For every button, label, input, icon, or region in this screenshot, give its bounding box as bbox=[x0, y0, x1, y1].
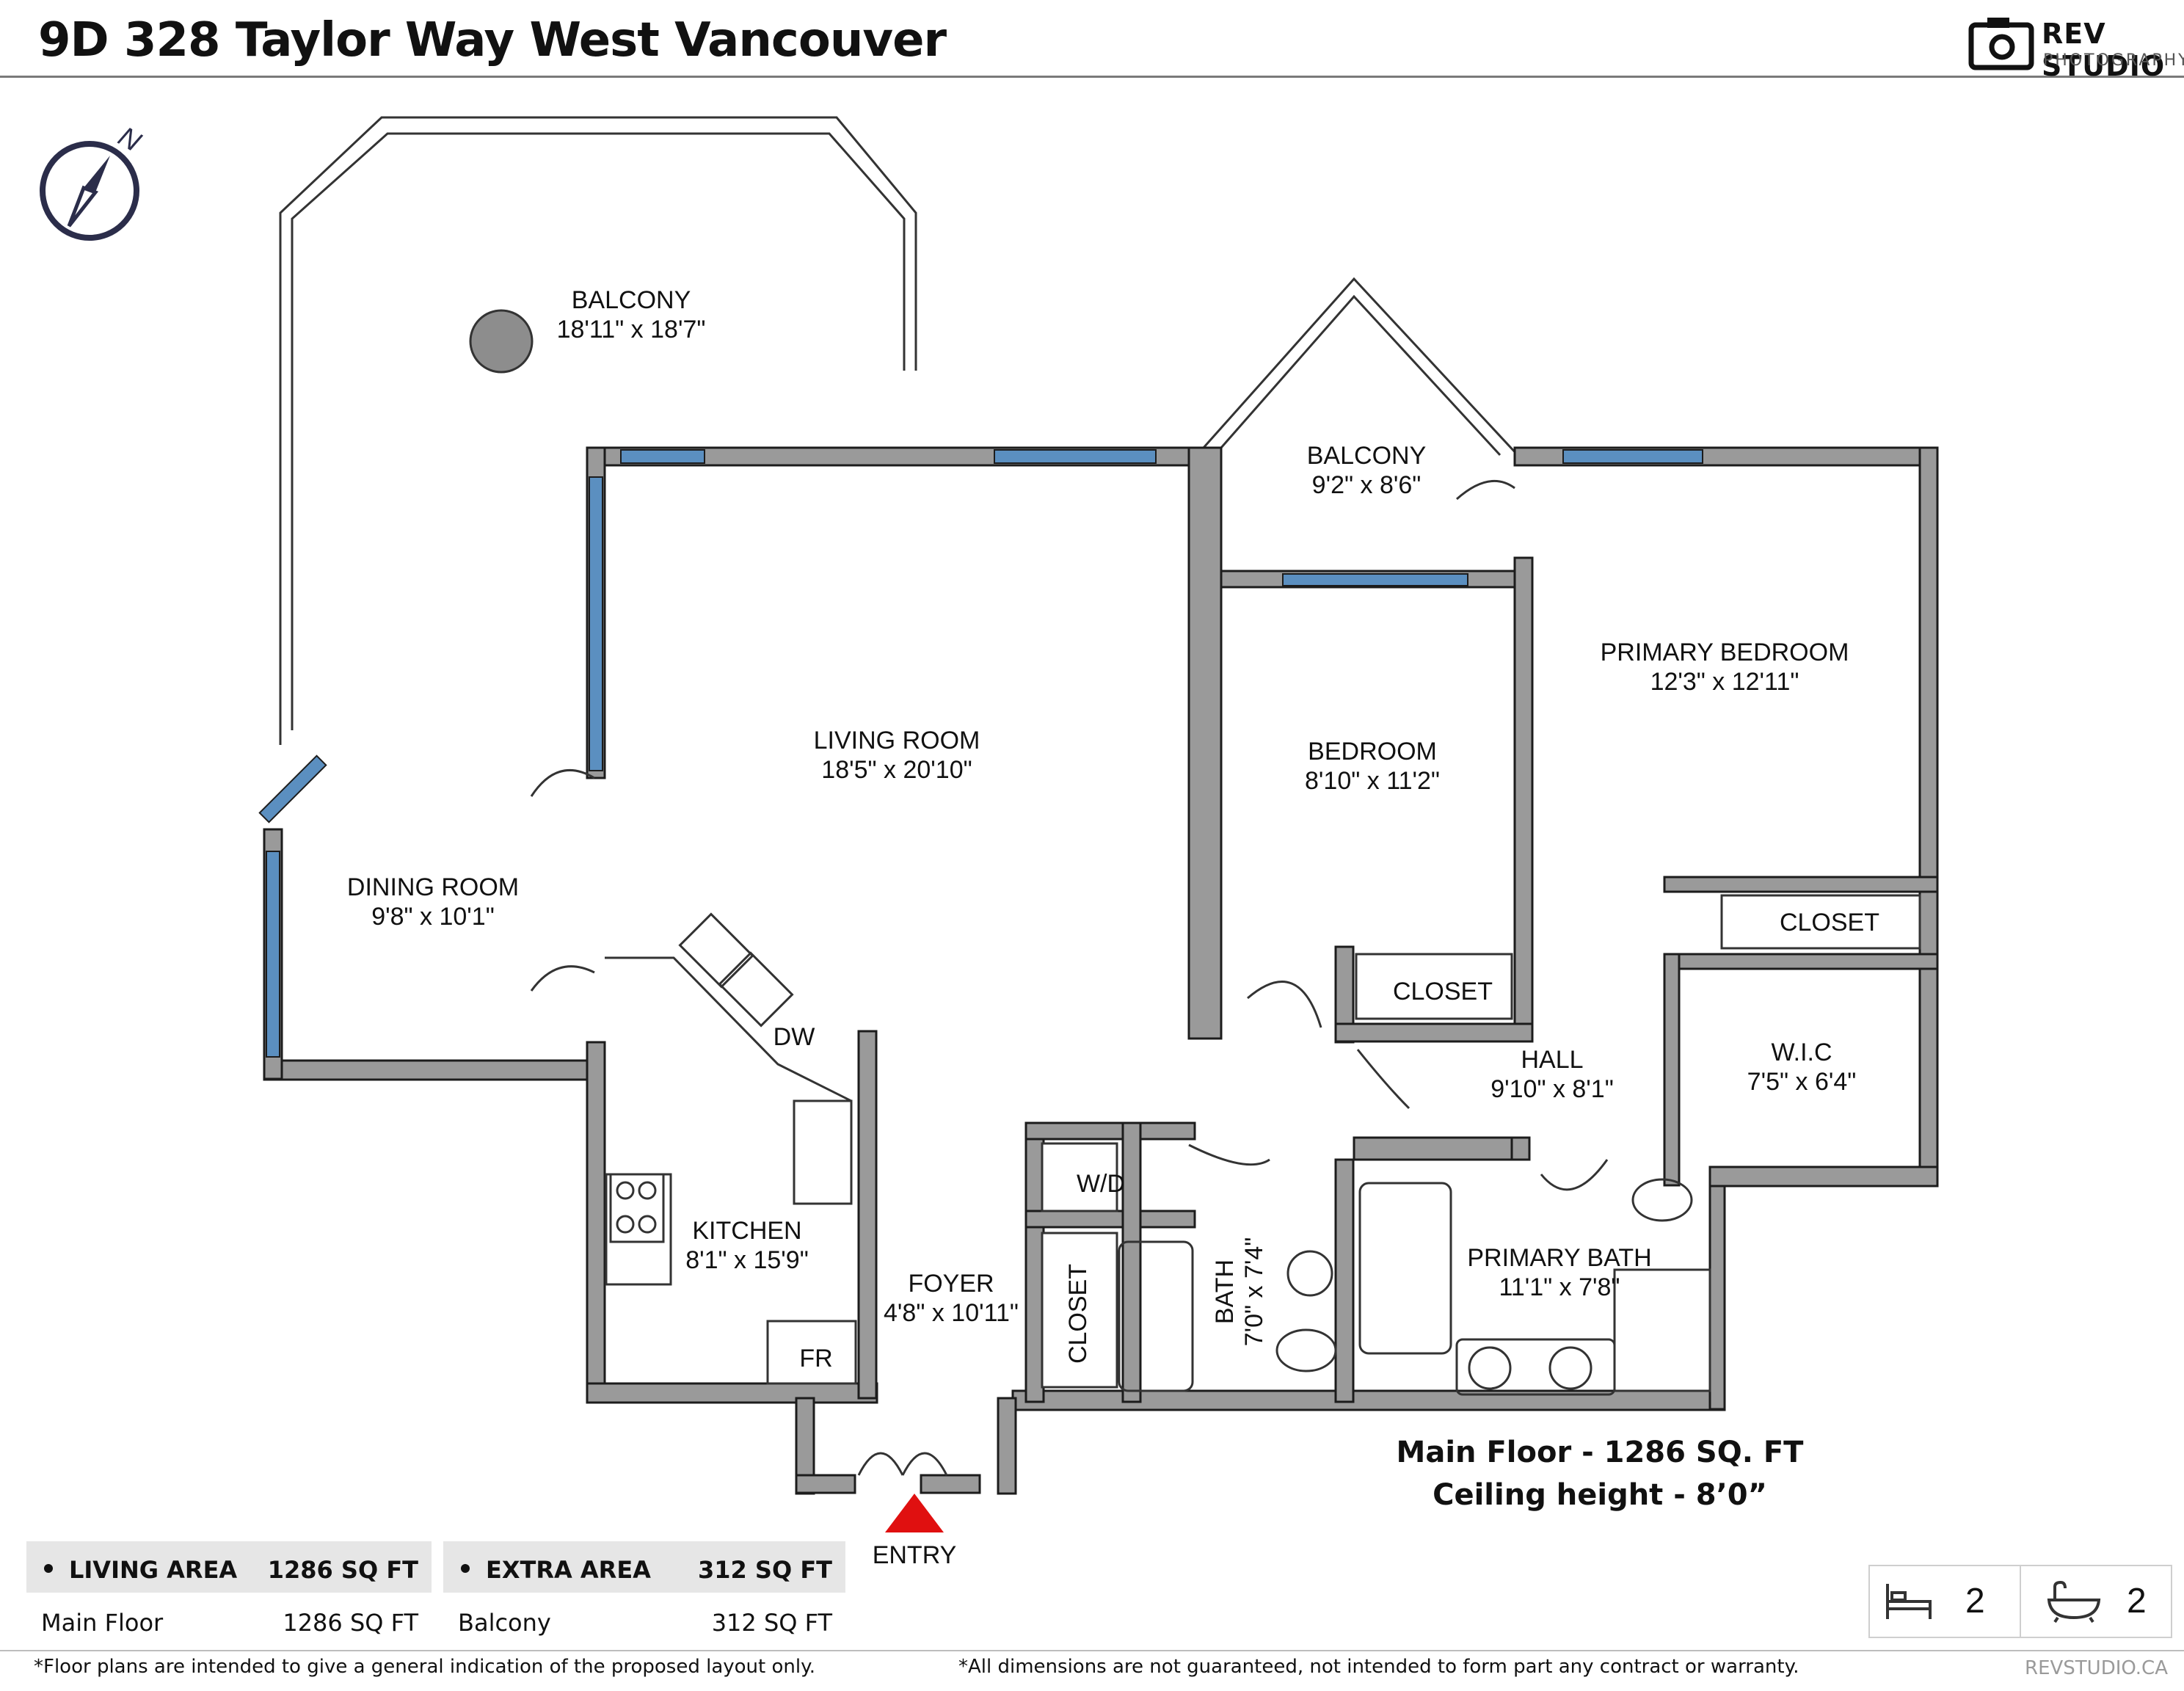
room-size-balcony-large: 18'11" x 18'7" bbox=[557, 316, 706, 343]
dishwasher-label: DW bbox=[774, 1023, 815, 1051]
room-name-primary-bedroom: PRIMARY BEDROOM bbox=[1601, 639, 1849, 666]
room-name-wic: W.I.C bbox=[1771, 1039, 1832, 1066]
living-area-table: LIVING AREA 1286 SQ FT Main Floor 1286 S… bbox=[26, 1541, 432, 1645]
fridge-label: FR bbox=[799, 1345, 832, 1372]
room-size-bath: 7'0" x 7'4" bbox=[1240, 1237, 1268, 1347]
living-area-total: 1286 SQ FT bbox=[267, 1556, 418, 1584]
extra-row-label: Balcony bbox=[458, 1609, 551, 1637]
room-name-primary-bath: PRIMARY BATH bbox=[1467, 1244, 1651, 1272]
door-swings bbox=[530, 479, 1609, 1476]
closet-label-foyer: CLOSET bbox=[1064, 1264, 1092, 1364]
room-name-hall: HALL bbox=[1521, 1046, 1583, 1074]
living-area-row: Main Floor 1286 SQ FT bbox=[26, 1593, 432, 1645]
room-size-primary-bedroom: 12'3" x 12'11" bbox=[1650, 668, 1799, 696]
closet-label-primary: CLOSET bbox=[1780, 909, 1879, 937]
brand-name: REV STUDIO bbox=[2042, 18, 2166, 82]
brand-logo: REV STUDIO PHOTOGRAPHY bbox=[1968, 13, 2184, 82]
room-name-bath: BATH bbox=[1211, 1259, 1239, 1324]
ceiling-height-line: Ceiling height - 8’0” bbox=[1433, 1478, 1767, 1512]
page-title: 9D 328 Taylor Way West Vancouver bbox=[38, 13, 947, 68]
room-name-dining: DINING ROOM bbox=[347, 873, 519, 901]
living-area-header: LIVING AREA 1286 SQ FT bbox=[26, 1541, 432, 1593]
bullet-icon bbox=[461, 1564, 470, 1573]
room-counts: 2 2 bbox=[1868, 1565, 2172, 1638]
living-row-label: Main Floor bbox=[41, 1609, 164, 1637]
footnote-dimensions: *All dimensions are not guaranteed, not … bbox=[958, 1656, 1799, 1678]
site-url: REVSTUDIO.CA bbox=[2025, 1657, 2168, 1679]
floor-area-line: Main Floor - 1286 SQ. FT bbox=[1396, 1436, 1804, 1469]
kitchen-counters bbox=[605, 956, 857, 1385]
balcony-large-outline bbox=[279, 116, 917, 745]
room-size-foyer: 4'8" x 10'11" bbox=[884, 1299, 1019, 1327]
bed-count: 2 bbox=[1965, 1582, 1985, 1621]
kitchen-sink bbox=[678, 912, 794, 1028]
room-name-foyer: FOYER bbox=[908, 1270, 994, 1298]
footnote-layout: *Floor plans are intended to give a gene… bbox=[34, 1656, 816, 1678]
camera-icon bbox=[1968, 18, 2034, 70]
extra-area-header: EXTRA AREA 312 SQ FT bbox=[443, 1541, 845, 1593]
closet-shelves bbox=[1041, 894, 1921, 1389]
room-size-dining: 9'8" x 10'1" bbox=[371, 903, 495, 931]
extra-area-table: EXTRA AREA 312 SQ FT Balcony 312 SQ FT bbox=[443, 1541, 845, 1645]
living-area-label: LIVING AREA bbox=[69, 1556, 238, 1584]
entry-label: ENTRY bbox=[873, 1541, 957, 1569]
title-divider bbox=[0, 76, 2184, 78]
room-name-bedroom: BEDROOM bbox=[1308, 738, 1437, 766]
closet-label-bedroom: CLOSET bbox=[1393, 978, 1493, 1005]
column bbox=[469, 309, 534, 374]
room-size-primary-bath: 11'1" x 7'8" bbox=[1499, 1273, 1620, 1301]
compass-icon: N bbox=[40, 121, 146, 241]
room-name-kitchen: KITCHEN bbox=[692, 1217, 801, 1245]
room-labels: BALCONY 18'11" x 18'7" BALCONY 9'2" x 8'… bbox=[347, 286, 1879, 1569]
bed-icon bbox=[1886, 1584, 1932, 1619]
living-row-value: 1286 SQ FT bbox=[283, 1609, 418, 1637]
room-size-hall: 9'10" x 8'1" bbox=[1490, 1075, 1614, 1103]
brand-subtitle: PHOTOGRAPHY bbox=[2043, 51, 2184, 70]
footer-divider bbox=[0, 1650, 2184, 1651]
extra-area-label: EXTRA AREA bbox=[486, 1556, 651, 1584]
room-size-kitchen: 8'1" x 15'9" bbox=[685, 1246, 809, 1274]
bathtub-icon bbox=[2047, 1580, 2101, 1623]
floor-summary: Main Floor - 1286 SQ. FT Ceiling height … bbox=[1306, 1431, 1893, 1516]
room-name-living: LIVING ROOM bbox=[814, 727, 980, 754]
stovetop bbox=[609, 1173, 665, 1243]
counts-divider bbox=[2020, 1566, 2021, 1637]
room-name-balcony-small: BALCONY bbox=[1307, 442, 1427, 470]
room-size-living: 18'5" x 20'10" bbox=[821, 756, 972, 784]
bullet-icon bbox=[44, 1564, 53, 1573]
windows bbox=[258, 449, 1703, 1058]
room-size-balcony-small: 9'2" x 8'6" bbox=[1312, 471, 1422, 499]
bath-count: 2 bbox=[2127, 1582, 2147, 1621]
room-name-balcony-large: BALCONY bbox=[572, 286, 691, 314]
room-size-wic: 7'5" x 6'4" bbox=[1747, 1068, 1857, 1096]
washer-dryer-label: W/D bbox=[1077, 1170, 1125, 1198]
bathroom-fixtures bbox=[1118, 1178, 1711, 1396]
entry-marker bbox=[885, 1494, 944, 1532]
extra-area-total: 312 SQ FT bbox=[697, 1556, 832, 1584]
balcony-small-outline bbox=[1202, 277, 1519, 457]
room-size-bedroom: 8'10" x 11'2" bbox=[1305, 767, 1440, 795]
extra-row-value: 312 SQ FT bbox=[711, 1609, 832, 1637]
extra-area-row: Balcony 312 SQ FT bbox=[443, 1593, 845, 1645]
